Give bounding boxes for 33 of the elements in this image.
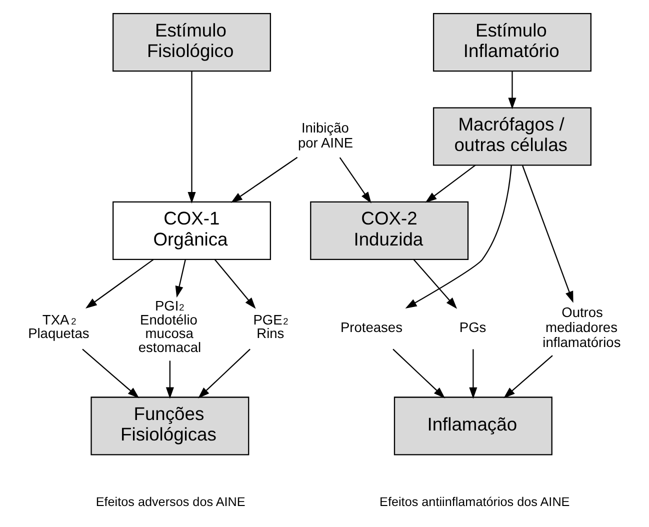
node-box: Estímulo Inflamatório: [432, 12, 591, 72]
node-text: PGI2 Endotélio mucosa estomacal: [138, 298, 201, 354]
arrow: [522, 164, 573, 302]
node-text: Inibição por AINE: [298, 120, 353, 150]
arrow: [392, 348, 445, 398]
arrow: [508, 70, 516, 109]
arrow: [468, 348, 477, 398]
node-label: Efeitos antiinflamatórios dos AINE: [379, 494, 570, 509]
arrow: [187, 70, 196, 204]
node-box: Estímulo Fisiológico: [112, 12, 271, 72]
arrow: [84, 258, 154, 308]
node-text: PGE2 Rins: [252, 312, 288, 341]
node-box: COX-1 Orgânica: [112, 200, 271, 260]
node-text: PGs: [458, 319, 486, 334]
node-label: Efeitos adversos dos AINE: [95, 494, 245, 509]
arrow: [503, 354, 552, 398]
arrow: [424, 164, 476, 202]
arrow: [404, 164, 512, 308]
arrow: [338, 156, 371, 203]
arrow: [412, 258, 457, 308]
arrow: [82, 348, 139, 398]
node-box: Inflamação: [393, 396, 552, 455]
node-text: Proteases: [340, 319, 402, 334]
arrow: [214, 258, 256, 308]
arrow: [230, 156, 298, 202]
node-box: COX-2 Induzida: [310, 200, 468, 260]
node-box: Funções Fisiológicas: [90, 396, 249, 455]
arrow: [198, 348, 250, 398]
node-box: Macrófagos / outras células: [432, 106, 591, 166]
node-text: TXA2 Plaquetas: [28, 312, 89, 341]
arrow: [165, 360, 174, 398]
node-text: Outros mediadores inflamatórios: [542, 304, 620, 350]
arrow: [174, 258, 186, 298]
